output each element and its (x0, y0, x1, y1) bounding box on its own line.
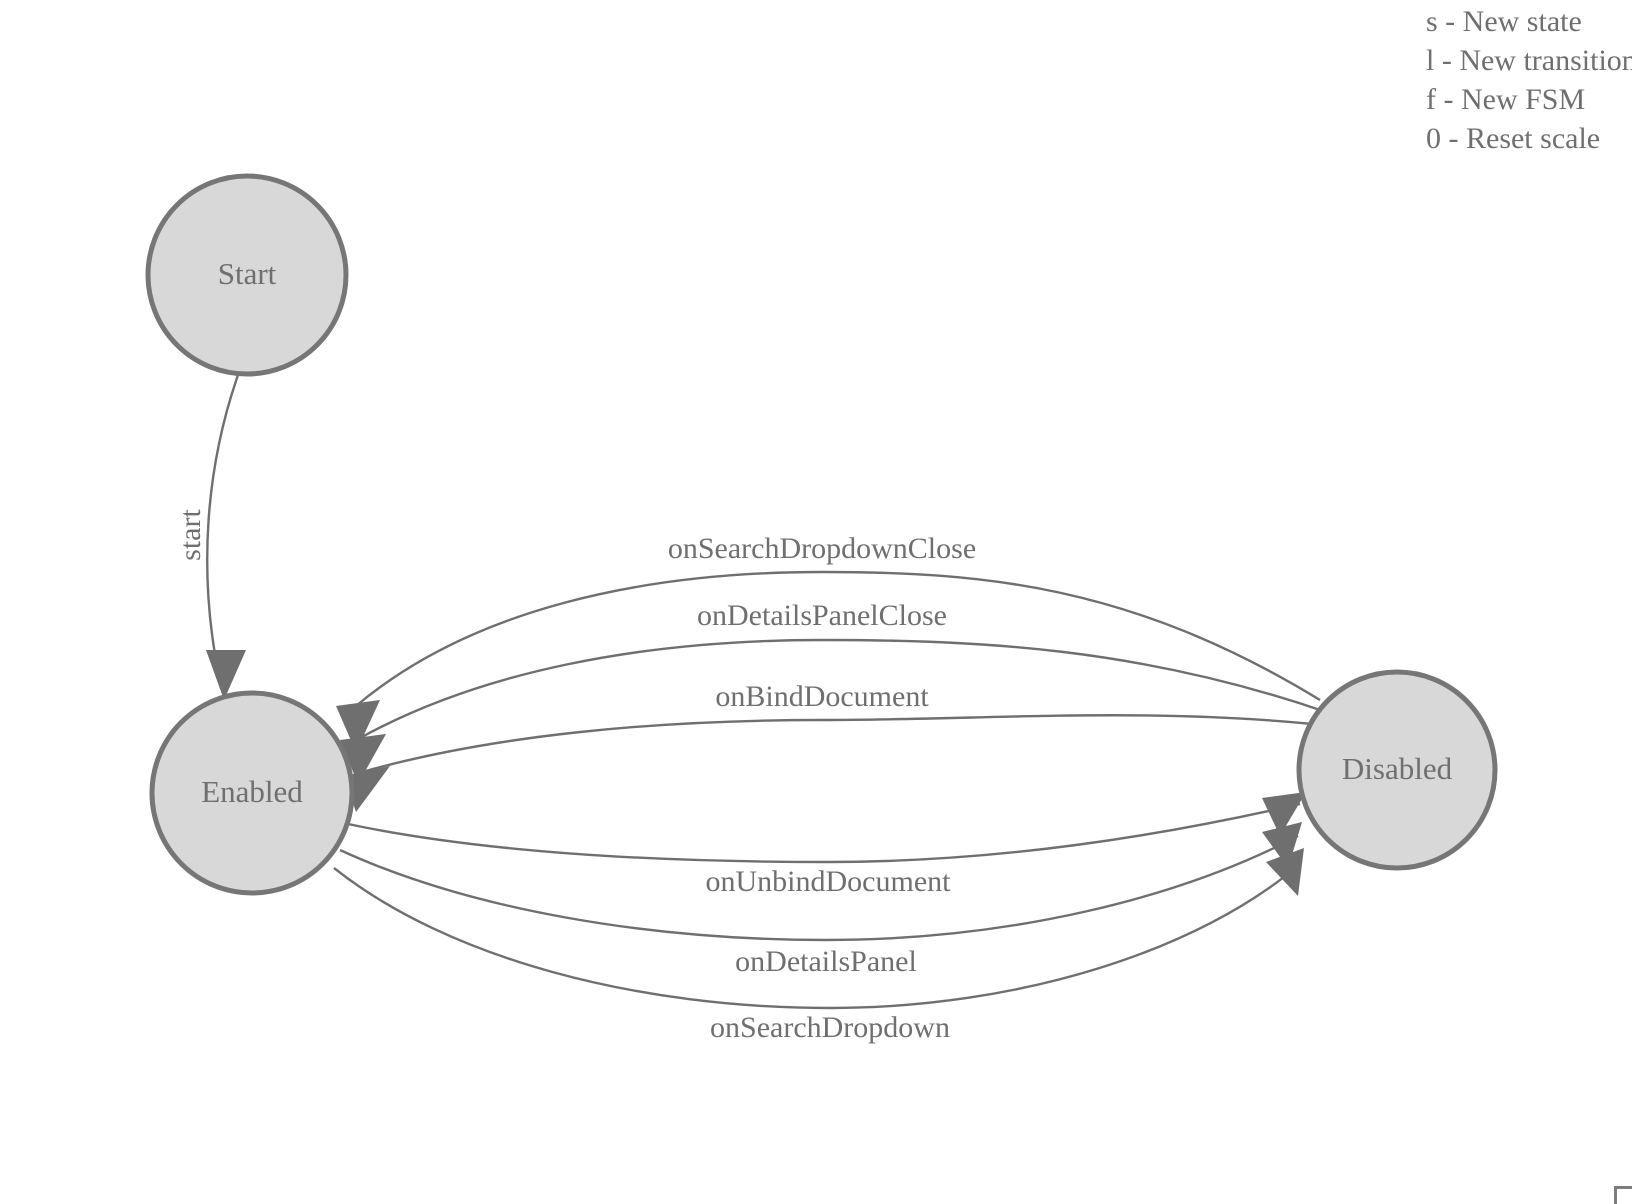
transition-onsearchdropdownclose-label: onSearchDropdownClose (668, 532, 976, 565)
transition-ondetailspanel-path (339, 834, 1299, 942)
state-start-circle[interactable] (145, 173, 349, 377)
transition-onsearchdropdown-label: onSearchDropdown (710, 1011, 950, 1044)
scrollbar-corner[interactable] (1614, 1186, 1632, 1204)
transition-start[interactable]: start (174, 374, 246, 700)
transition-start-path (206, 374, 240, 661)
shortcut-new-fsm: f - New FSM (1426, 83, 1586, 116)
state-enabled-label: Enabled (201, 774, 303, 809)
transition-onsearchdropdownclose[interactable]: onSearchDropdownClose (336, 532, 1321, 752)
transition-onsearchdropdown[interactable]: onSearchDropdown (333, 848, 1304, 1044)
transition-onunbinddocument-path (347, 802, 1301, 864)
transition-ondetailspanel[interactable]: onDetailsPanel (339, 822, 1302, 978)
transition-onsearchdropdownclose-arrowhead (336, 700, 380, 752)
transition-onbinddocument[interactable]: onBindDocument (344, 680, 1333, 812)
transition-ondetailspanel-arrowhead (1262, 822, 1302, 868)
state-node-start[interactable]: Start (145, 173, 349, 377)
state-start-label: Start (218, 256, 277, 291)
transition-ondetailspanelclose-arrowhead (340, 734, 386, 784)
state-disabled-circle[interactable] (1296, 669, 1498, 871)
transition-ondetailspanelclose-path (359, 638, 1327, 740)
transition-ondetailspanelclose[interactable]: onDetailsPanelClose (340, 599, 1327, 784)
transition-onunbinddocument-label: onUnbindDocument (706, 865, 952, 898)
transition-onsearchdropdown-path (333, 863, 1301, 1010)
transition-start-arrowhead (206, 650, 246, 700)
shortcut-new-transition: l - New transition (1426, 44, 1632, 77)
shortcut-new-state: s - New state (1426, 5, 1582, 38)
transition-onsearchdropdown-arrowhead (1266, 848, 1304, 896)
transition-onbinddocument-label: onBindDocument (715, 680, 929, 713)
transition-start-label: start (174, 509, 207, 561)
state-node-enabled[interactable]: Enabled (149, 690, 355, 896)
transition-onbinddocument-path (361, 714, 1333, 774)
transition-onunbinddocument-arrowhead (1262, 792, 1306, 836)
transition-onsearchdropdownclose-path (355, 570, 1321, 707)
keyboard-shortcut-legend: s - New state l - New transition f - New… (1426, 0, 1632, 160)
transition-onbinddocument-arrowhead (344, 766, 390, 812)
transition-onunbinddocument[interactable]: onUnbindDocument (347, 792, 1306, 898)
state-enabled-circle[interactable] (149, 690, 355, 896)
state-node-disabled[interactable]: Disabled (1296, 669, 1498, 871)
shortcut-reset-scale: 0 - Reset scale (1426, 122, 1601, 155)
state-disabled-label: Disabled (1342, 751, 1453, 786)
transition-ondetailspanel-label: onDetailsPanel (735, 945, 917, 978)
transition-ondetailspanelclose-label: onDetailsPanelClose (697, 599, 947, 632)
